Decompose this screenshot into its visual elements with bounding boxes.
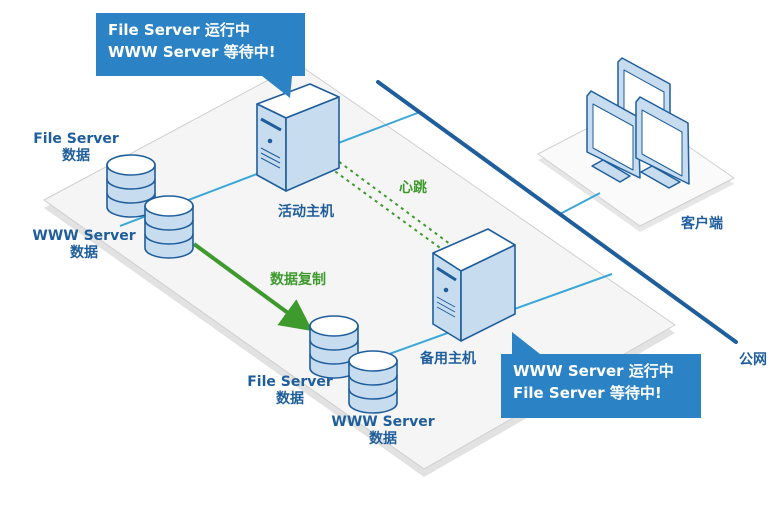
standby-host-callout: WWW Server 运行中 File Server 等待中! bbox=[501, 354, 701, 418]
standby-host-server-icon bbox=[432, 228, 516, 342]
active-host-callout: File Server 运行中 WWW Server 等待中! bbox=[96, 13, 305, 76]
public-network-label: 公网 bbox=[739, 352, 767, 368]
active-www-database-icon bbox=[144, 195, 194, 259]
active-host-server-icon bbox=[256, 83, 340, 192]
active-callout-line2: WWW Server 等待中! bbox=[108, 43, 276, 61]
active-callout-tail bbox=[262, 76, 292, 98]
standby-file-data-label: File Server 数据 bbox=[247, 374, 333, 407]
standby-callout-line2: File Server 等待中! bbox=[513, 384, 662, 402]
clients-label: 客户端 bbox=[681, 216, 723, 232]
replication-label: 数据复制 bbox=[270, 272, 326, 288]
active-callout-line1: File Server 运行中 bbox=[108, 21, 250, 39]
standby-www-data-label: WWW Server 数据 bbox=[331, 414, 435, 447]
standby-www-database-icon bbox=[348, 350, 398, 414]
replication-arrow bbox=[192, 242, 313, 332]
active-file-database-icon bbox=[106, 154, 156, 218]
heartbeat-label: 心跳 bbox=[399, 180, 427, 196]
client-link bbox=[559, 192, 601, 215]
active-file-data-label: File Server 数据 bbox=[33, 131, 119, 164]
public-network-line bbox=[376, 80, 738, 344]
active-host-label: 活动主机 bbox=[278, 204, 334, 220]
active-www-data-label: WWW Server 数据 bbox=[32, 228, 136, 261]
standby-host-label: 备用主机 bbox=[420, 351, 476, 367]
standby-callout-tail bbox=[512, 332, 540, 354]
standby-callout-line1: WWW Server 运行中 bbox=[513, 362, 674, 380]
standby-file-database-icon bbox=[309, 315, 359, 379]
client-monitors-icon bbox=[586, 57, 690, 189]
